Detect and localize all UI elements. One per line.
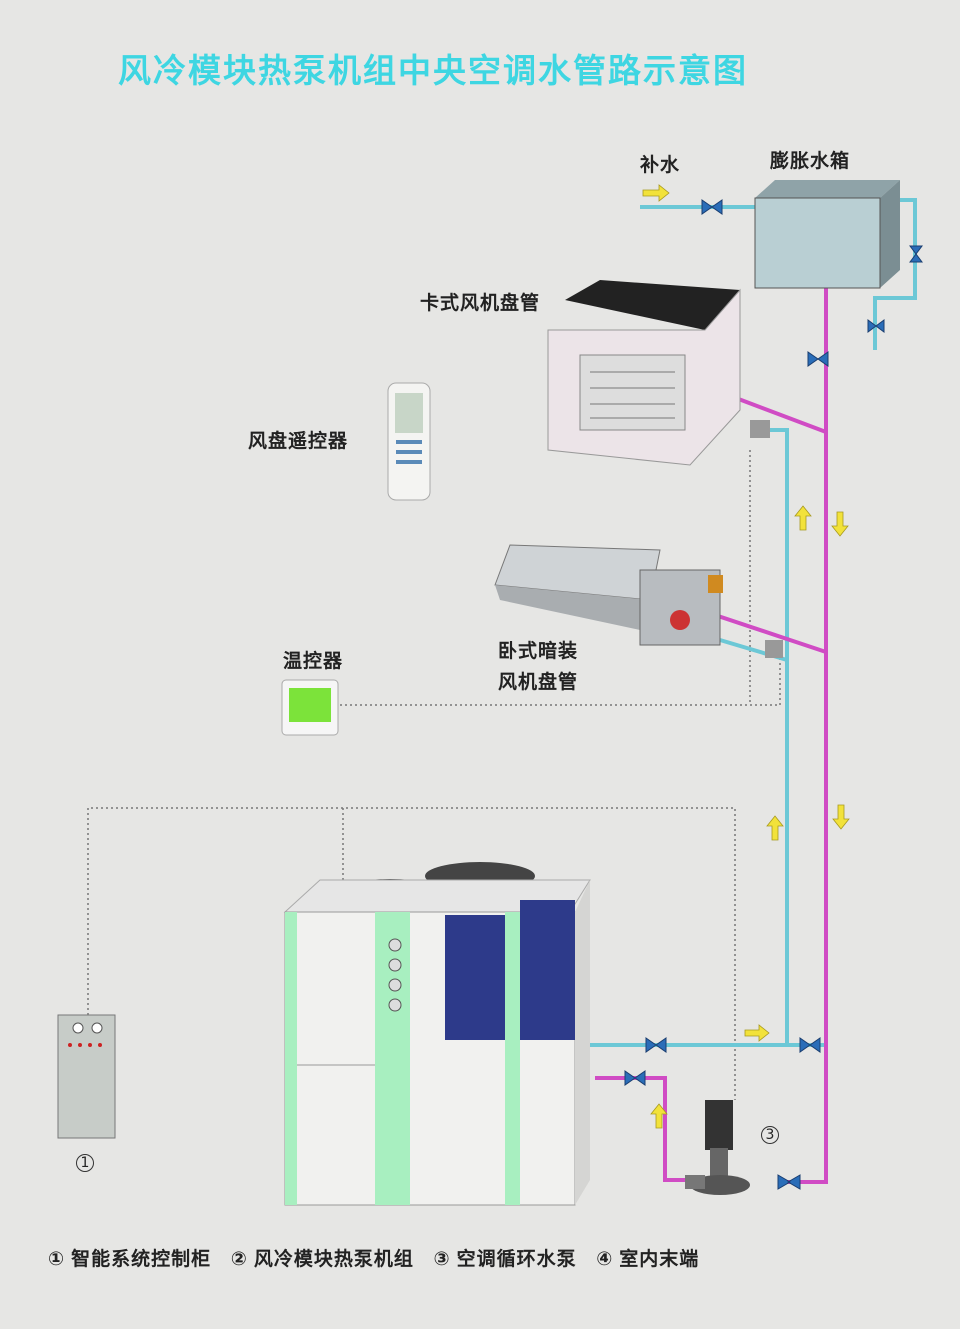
- arrow-down-icon: [832, 804, 850, 830]
- arrow-up-icon: [794, 505, 812, 531]
- valve-icon: [701, 199, 723, 215]
- concealed-fan-coil: [494, 544, 783, 658]
- cabinet-wire: [87, 807, 736, 1100]
- concealed-fcu-label-1: 卧式暗装: [498, 640, 579, 662]
- coil-grille: [520, 900, 575, 1040]
- thermostat-label: 温控器: [283, 650, 344, 672]
- return-to-pump: [595, 1076, 690, 1182]
- valve-icon: [799, 1037, 821, 1053]
- valves: [624, 199, 923, 1190]
- coil-grille: [445, 915, 505, 1040]
- valve-icon: [867, 319, 885, 333]
- pump-marker: 3: [761, 1126, 779, 1144]
- flow-arrows: [642, 184, 850, 1129]
- supply-riser: [750, 428, 789, 1045]
- tank-overflow-pipe: [873, 198, 917, 350]
- makeup-water-label: 补水: [640, 154, 681, 176]
- expansion-tank: [754, 180, 900, 289]
- cassette-fcu-label: 卡式风机盘管: [420, 292, 541, 314]
- return-branch-cassette: [727, 393, 827, 434]
- return-branch-ducted: [699, 608, 827, 654]
- air-cooled-heat-pump-unit: [283, 862, 591, 1206]
- valve-icon: [909, 245, 923, 263]
- arrow-right-icon: [744, 1024, 770, 1042]
- control-cabinet: [57, 1014, 116, 1139]
- valve-icon: [645, 1037, 667, 1053]
- fcu-valve: [750, 420, 770, 438]
- fcu-remote-label: 风盘遥控器: [248, 430, 349, 452]
- thermostat-wire: [340, 640, 781, 706]
- arrow-right-icon: [642, 184, 670, 202]
- arrow-down-icon: [831, 511, 849, 537]
- valve-icon: [624, 1070, 646, 1086]
- concealed-fcu-label-2: 风机盘管: [498, 671, 579, 693]
- thermostat-device: [281, 679, 339, 736]
- check-valve-icon: [777, 1174, 801, 1190]
- arrow-up-icon: [766, 815, 784, 841]
- fcu-remote-control: [387, 382, 431, 501]
- expansion-tank-label: 膨胀水箱: [770, 150, 851, 172]
- arrow-up-icon: [650, 1103, 668, 1129]
- cabinet-marker: 1: [76, 1154, 94, 1172]
- valve-icon: [807, 351, 829, 367]
- cassette-fan-coil: [547, 280, 770, 466]
- diagram-title: 风冷模块热泵机组中央空调水管路示意图: [118, 51, 748, 90]
- circulation-pump: [685, 1100, 750, 1195]
